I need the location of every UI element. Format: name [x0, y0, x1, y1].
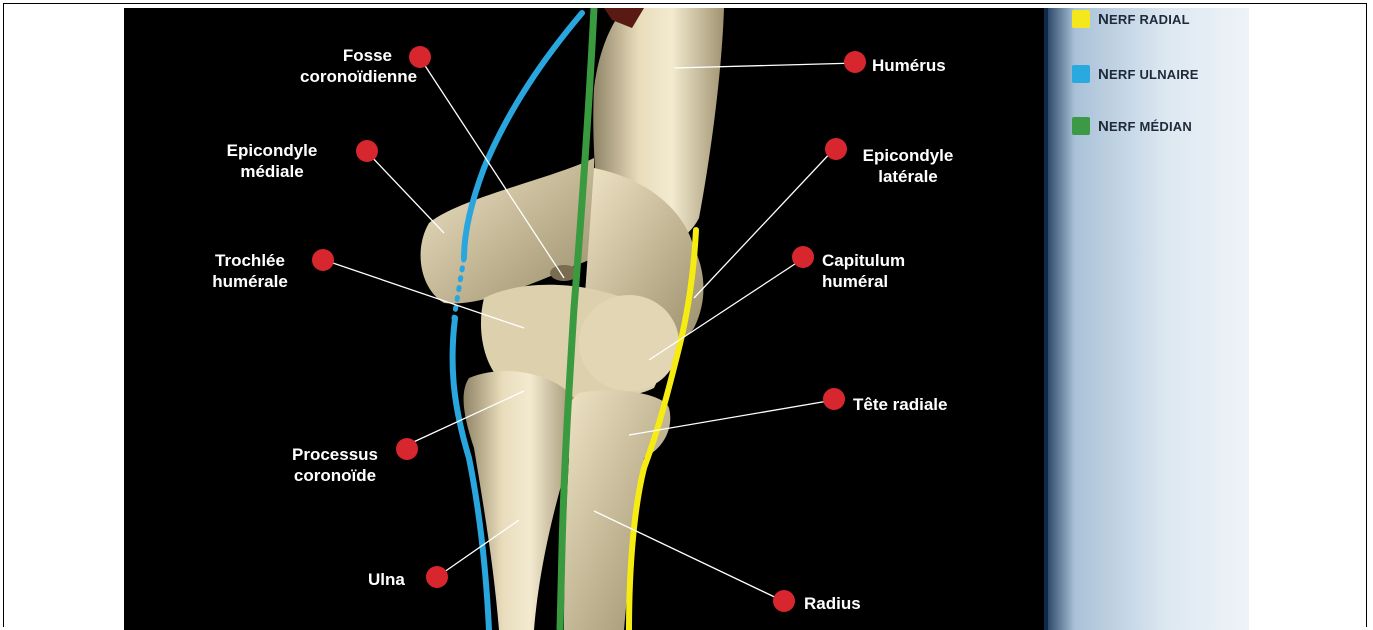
- legend-item-nerf-median: NERF MÉDIAN: [1072, 117, 1192, 135]
- label-fosse-coronoidienne: Fosse coronoïdienne: [300, 45, 392, 87]
- marker-trochlee: [312, 249, 334, 271]
- capitulum-shape: [579, 295, 679, 391]
- marker-fosse: [409, 46, 431, 68]
- label-ulna: Ulna: [368, 569, 405, 590]
- marker-epicondyle-mediale: [356, 140, 378, 162]
- label-radius: Radius: [804, 593, 861, 614]
- legend-background: [1044, 8, 1249, 630]
- marker-epicondyle-laterale: [825, 138, 847, 160]
- marker-processus: [396, 438, 418, 460]
- label-epicondyle-laterale: Epicondyle latérale: [848, 145, 968, 187]
- label-trochlee-humerale: Trochlée humérale: [200, 250, 300, 292]
- label-capitulum-humeral: Capitulum huméral: [822, 250, 942, 292]
- legend-swatch-blue: [1072, 65, 1090, 83]
- label-epicondyle-mediale: Epicondyle médiale: [212, 140, 332, 182]
- elbow-illustration: [124, 8, 1249, 630]
- legend-swatch-green: [1072, 117, 1090, 135]
- label-tete-radiale: Tête radiale: [853, 394, 948, 415]
- legend-item-nerf-ulnaire: NERF ULNAIRE: [1072, 65, 1199, 83]
- marker-ulna: [426, 566, 448, 588]
- marker-radius: [773, 590, 795, 612]
- marker-tete-radiale: [823, 388, 845, 410]
- label-processus-coronoide: Processus coronoïde: [275, 444, 395, 486]
- legend-swatch-yellow: [1072, 10, 1090, 28]
- label-humerus: Humérus: [872, 55, 946, 76]
- legend-item-nerf-radial: NERF RADIAL: [1072, 10, 1190, 28]
- marker-capitulum: [792, 246, 814, 268]
- anatomy-figure: [124, 8, 1249, 630]
- marker-humerus: [844, 51, 866, 73]
